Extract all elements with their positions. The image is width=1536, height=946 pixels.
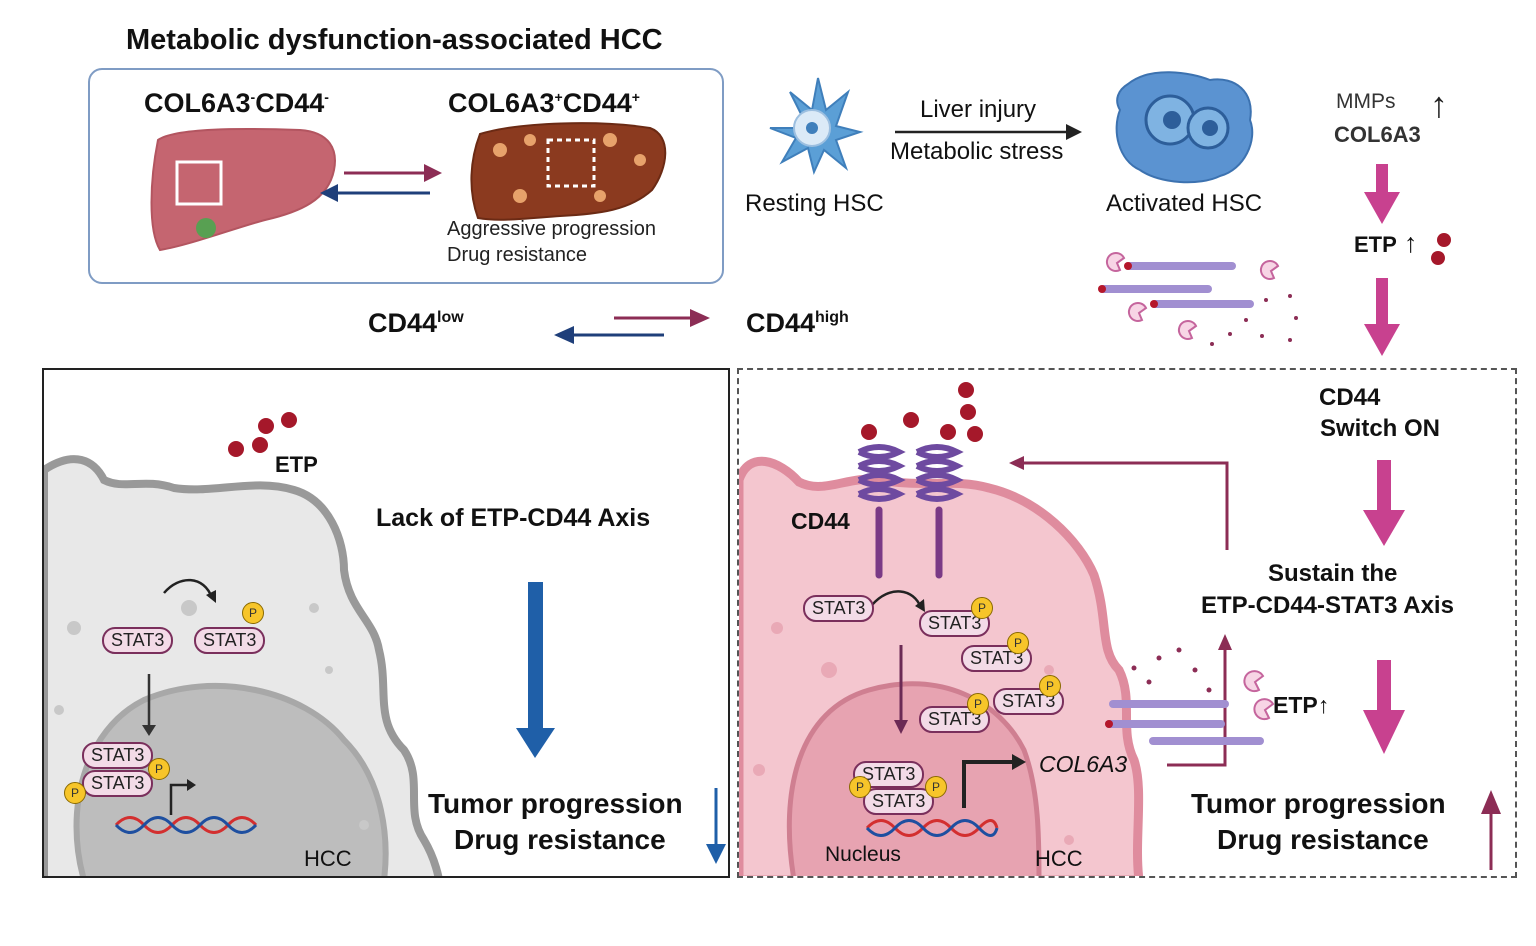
etp-dot (1437, 233, 1451, 247)
hcc-phenotype-box (88, 68, 724, 284)
cd44-low-panel: ETP Lack of ETP-CD44 Axis STAT3 STAT3 P … (42, 368, 730, 878)
etp-particles-top (1210, 294, 1298, 346)
stat3-unphosphorylated: STAT3 (803, 595, 875, 622)
nuclear-translocation-arrow (142, 725, 156, 736)
stat3-dimer-top: STAT3 (853, 761, 925, 788)
col6a3-top-label: COL6A3 (1334, 122, 1421, 147)
cd44-switch-on-line2: Switch ON (1320, 415, 1441, 442)
phospho-badge: P (242, 602, 264, 624)
feedback-arrow (1022, 461, 1229, 550)
etp-dots (228, 412, 297, 457)
phospho-badge: P (967, 693, 989, 715)
phospho-badge: P (925, 776, 947, 798)
sustain-line2: ETP-CD44-STAT3 Axis (1201, 592, 1454, 619)
stat3-unphosphorylated: STAT3 (102, 627, 174, 654)
pathway-arrows (1363, 460, 1405, 754)
mmp-enzymes (1243, 670, 1275, 721)
cd44-high-label: CD44high (746, 308, 849, 338)
dna-strand-red (114, 816, 258, 834)
vesicles (753, 622, 1074, 845)
phospho-badge: P (849, 776, 871, 798)
stat3-phosphorylated: STAT3 (919, 706, 991, 733)
collagen-fibers-top (1098, 262, 1254, 308)
phospho-badge: P (1007, 632, 1029, 654)
cd44-low-label: CD44low (368, 308, 464, 338)
stat3-dimer-top: STAT3 (82, 742, 154, 769)
decrease-arrow (706, 844, 726, 864)
aggressive-progression-note: Aggressive progression (447, 218, 656, 240)
hcc-label-right: HCC (1035, 846, 1083, 871)
transcription-arrow (962, 760, 1014, 808)
sustain-line1: Sustain the (1268, 560, 1398, 587)
resting-hsc-label: Resting HSC (745, 190, 884, 217)
etp-dots (861, 382, 983, 442)
etp-top-label: ETP (1354, 232, 1397, 257)
activation-arrow (1066, 124, 1082, 140)
reverse-arrow (554, 326, 574, 344)
col6a3-neg-cd44-neg-label: COL6A3-CD44- (144, 88, 329, 118)
stat3-phosphorylated: STAT3 (194, 627, 266, 654)
phospho-badge: P (971, 597, 993, 619)
cd44-switch-on-line1: CD44 (1319, 384, 1381, 411)
col6a3-gene-label: COL6A3 (1039, 751, 1128, 777)
stat3-dimer-bottom: STAT3 (82, 770, 154, 797)
phosphorylation-arrow (163, 578, 214, 599)
top-pathway-arrows (1364, 164, 1400, 356)
drug-resistance-note: Drug resistance (447, 244, 588, 266)
activated-hsc-cell (1115, 71, 1254, 184)
phospho-badge: P (1039, 675, 1061, 697)
etp-particles (1131, 647, 1212, 693)
nucleus-label: Nucleus (825, 843, 901, 866)
nuclear-translocation-arrow (894, 720, 908, 734)
col6a3-secretion-arrow (1167, 648, 1227, 767)
etp-dot (1431, 251, 1445, 265)
collagen-fibers (1105, 700, 1264, 745)
drug-resistance-right: Drug resistance (1217, 824, 1429, 855)
up-arrow-etp: ↑ (1404, 228, 1418, 258)
phospho-badge: P (148, 758, 170, 780)
figure-title: Metabolic dysfunction-associated HCC (126, 24, 663, 56)
hcc-label-left: HCC (304, 846, 352, 871)
forward-arrow (690, 309, 710, 327)
phosphorylation-arrow (871, 590, 923, 609)
cd44-receptors (857, 444, 964, 579)
liver-injury-label: Liver injury (920, 96, 1037, 123)
dna-strand-blue (865, 819, 999, 837)
tumor-progression-right: Tumor progression (1191, 788, 1446, 819)
etp-label-left: ETP (275, 452, 318, 477)
increase-arrow (1481, 790, 1501, 814)
down-arrow-blue (516, 728, 555, 758)
lack-axis-label: Lack of ETP-CD44 Axis (376, 504, 651, 532)
transcription-arrow (169, 783, 189, 815)
drug-resistance-left: Drug resistance (454, 824, 666, 855)
dna-strand-blue (114, 816, 258, 834)
activated-hsc-label: Activated HSC (1106, 190, 1263, 217)
col6a3-pos-cd44-pos-label: COL6A3+CD44+ (448, 88, 640, 118)
dna-strand-red (865, 819, 999, 837)
vesicles (54, 600, 369, 830)
cd44-high-panel: CD44 STAT3 STAT3 P STAT3 P STAT3 P STAT3… (737, 368, 1517, 878)
phospho-badge: P (64, 782, 86, 804)
resting-hsc-cell (769, 77, 864, 176)
stat3-dimer-bottom: STAT3 (863, 788, 935, 815)
mmps-label: MMPs (1336, 90, 1396, 113)
stat3-phosphorylated: STAT3 (919, 610, 991, 637)
tumor-progression-left: Tumor progression (428, 788, 683, 819)
metabolic-stress-label: Metabolic stress (890, 138, 1064, 165)
up-arrow-mmps: ↑ (1430, 84, 1448, 125)
mmp-enzymes-top (1105, 251, 1280, 340)
etp-label-right: ETP↑ (1273, 692, 1330, 718)
cd44-label: CD44 (791, 508, 850, 534)
